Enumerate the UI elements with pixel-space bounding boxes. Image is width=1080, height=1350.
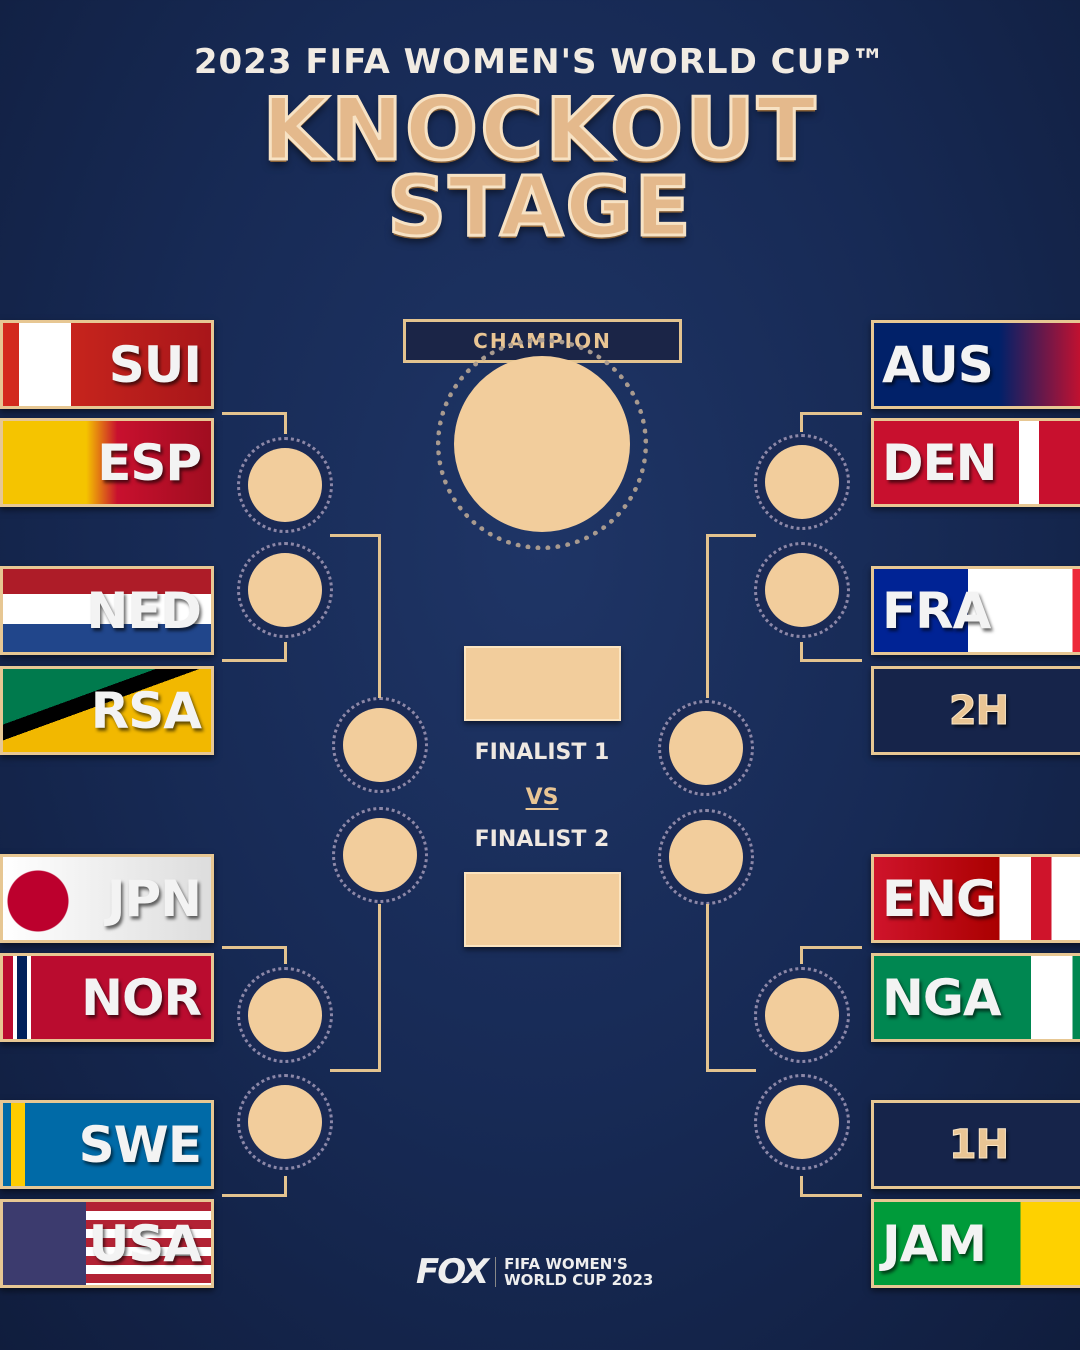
winner-slot <box>237 1074 333 1170</box>
winner-slot <box>658 809 754 905</box>
event-logo-line2: WORLD CUP 2023 <box>504 1271 654 1289</box>
subtitle: 2023 FIFA WOMEN'S WORLD CUP™ <box>193 42 887 82</box>
finalist-1-label: FINALIST 1 <box>474 740 610 765</box>
team-code: ESP <box>97 433 202 492</box>
team-1h: 1H <box>871 1100 1080 1189</box>
winner-slot <box>658 700 754 796</box>
team-code: JPN <box>106 869 202 928</box>
bracket-line <box>800 659 862 662</box>
winner-slot <box>237 542 333 638</box>
bracket-line <box>330 1069 381 1072</box>
bracket-line <box>706 534 756 537</box>
winner-slot <box>237 967 333 1063</box>
team-nga: NGA <box>871 953 1080 1042</box>
bracket-line <box>800 946 803 964</box>
winner-slot <box>332 697 428 793</box>
vs-label: VS <box>525 785 559 810</box>
bracket-line <box>706 1069 756 1072</box>
bracket-line <box>222 946 287 949</box>
team-code: SUI <box>108 335 202 394</box>
bracket-line <box>222 412 287 415</box>
bracket-line <box>800 412 803 432</box>
team-nor: NOR <box>0 953 214 1042</box>
team-rsa: RSA <box>0 666 214 755</box>
bracket-line <box>800 946 862 949</box>
team-den: DEN <box>871 418 1080 507</box>
finalist-2-label: FINALIST 2 <box>474 827 610 852</box>
bracket-line <box>222 1194 287 1197</box>
fox-logo: FOX <box>416 1252 489 1292</box>
finalist-1-slot <box>464 646 621 721</box>
bracket-line <box>706 904 709 1072</box>
team-sui: SUI <box>0 320 214 409</box>
team-jpn: JPN <box>0 854 214 943</box>
team-swe: SWE <box>0 1100 214 1189</box>
bracket-line <box>800 412 862 415</box>
team-eng: ENG <box>871 854 1080 943</box>
bracket-line <box>284 946 287 964</box>
champion-slot <box>436 338 648 550</box>
bracket-line <box>284 642 287 662</box>
bracket-line <box>800 1194 862 1197</box>
winner-slot <box>754 434 850 530</box>
finalist-2-slot <box>464 872 621 947</box>
team-esp: ESP <box>0 418 214 507</box>
title-stage: STAGE <box>386 159 693 257</box>
team-code: 1H <box>948 1121 1009 1168</box>
team-ned: NED <box>0 566 214 655</box>
bracket-line <box>378 534 381 698</box>
winner-slot <box>754 967 850 1063</box>
bracket-line <box>706 534 709 698</box>
team-code: USA <box>88 1214 202 1273</box>
bracket-line <box>800 642 803 662</box>
team-code: FRA <box>882 581 991 640</box>
team-code: DEN <box>882 433 998 492</box>
bracket-line <box>378 904 381 1072</box>
bracket-line <box>222 659 287 662</box>
team-aus: AUS <box>871 320 1080 409</box>
event-logo-line1: FIFA WOMEN'S <box>504 1255 628 1273</box>
team-code: ENG <box>882 869 997 928</box>
bracket-line <box>330 534 381 537</box>
team-code: 2H <box>948 687 1009 734</box>
team-code: NGA <box>882 968 1002 1027</box>
team-usa: USA <box>0 1199 214 1288</box>
bracket-line <box>800 1176 803 1196</box>
winner-slot <box>754 542 850 638</box>
team-code: RSA <box>90 681 202 740</box>
winner-slot <box>237 437 333 533</box>
bracket-line <box>284 412 287 434</box>
winner-slot <box>332 807 428 903</box>
title-knockout: KNOCKOUT <box>261 79 818 182</box>
team-2h: 2H <box>871 666 1080 755</box>
team-fra: FRA <box>871 566 1080 655</box>
team-code: NOR <box>81 968 202 1027</box>
winner-slot <box>754 1074 850 1170</box>
team-code: JAM <box>882 1214 987 1273</box>
bracket-line <box>284 1176 287 1196</box>
team-code: SWE <box>78 1115 202 1174</box>
team-code: NED <box>86 581 202 640</box>
champion-label: CHAMPION <box>403 319 682 363</box>
team-jam: JAM <box>871 1199 1080 1288</box>
team-code: AUS <box>882 335 994 394</box>
